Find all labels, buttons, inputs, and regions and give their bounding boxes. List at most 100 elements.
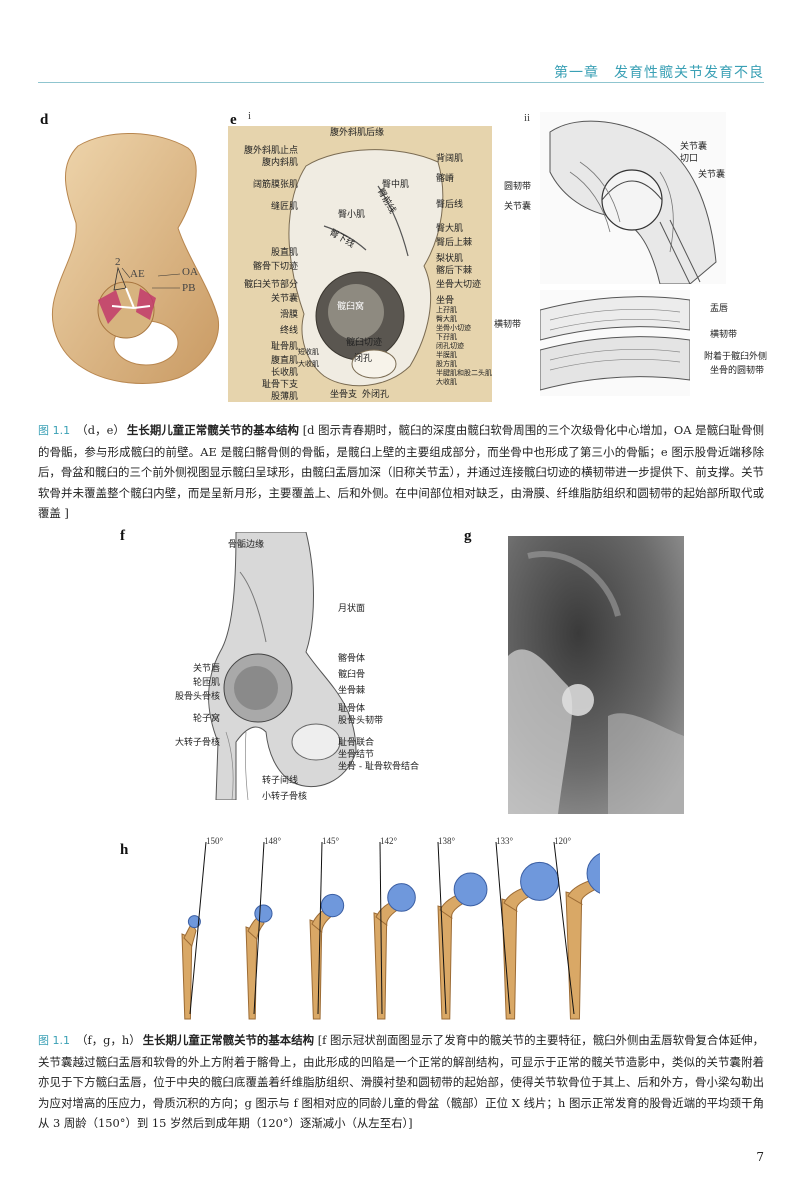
- panel-e-sub-ii: ii: [524, 112, 531, 124]
- femur-2: [309, 841, 345, 1020]
- angle-line-4: [437, 841, 447, 1015]
- femur-shaft-4: [437, 905, 453, 1020]
- caption-2-body: [f 图示冠状剖面图显示了发育中的髋关节的主要特征，髋臼外侧由盂唇软骨复合体延伸…: [38, 1033, 764, 1130]
- caption-1-fig: 图 1.1: [38, 424, 71, 437]
- angle-label-4: 138°: [438, 836, 456, 846]
- caption-2: 图 1.1 （f，g，h）生长期儿童正常髋关节的基本结构 [f 图示冠状剖面图显示…: [38, 1030, 764, 1134]
- angle-label-1: 148°: [264, 836, 282, 846]
- e-left-label-3: 缝匠肌: [270, 202, 298, 212]
- caption-1-title: 生长期儿童正常髋关节的基本结构: [126, 423, 300, 437]
- femur-6: [553, 841, 600, 1020]
- angle-line-2: [317, 841, 323, 1015]
- femoral-head-3: [387, 883, 416, 912]
- caption-2-sub: （f，g，h）: [76, 1033, 141, 1047]
- label-transverse-ligament-right: 横韧带: [710, 330, 738, 340]
- caption-2-title: 生长期儿童正常髋关节的基本结构: [142, 1033, 315, 1047]
- coronal-section-illustration: [196, 532, 362, 800]
- label-intertrochanteric-line: 转子间线: [262, 776, 299, 786]
- femur-3: [373, 841, 416, 1020]
- pelvis-xray: [508, 536, 684, 814]
- e-right-label-6: 髂后下棘: [436, 266, 473, 276]
- e-right-label-8: 坐骨: [436, 296, 455, 306]
- e-left-label-12: 长收肌: [270, 368, 298, 378]
- e-right-label-2: 臀后线: [436, 200, 464, 210]
- angle-line-0: [189, 841, 207, 1015]
- label-capsule-1: 关节囊: [680, 142, 708, 152]
- acetabulum-photo-drawing: [288, 149, 444, 387]
- label-obturator-externus: 外闭孔: [362, 390, 390, 400]
- panel-e-sub-i: i: [248, 110, 252, 122]
- e-right-label-1: 髂嵴: [436, 174, 455, 184]
- e-left-label-8: 滑膜: [279, 310, 298, 320]
- e-right-small-label-6: 股方肌: [436, 360, 457, 368]
- femur-shaft-3: [373, 912, 388, 1020]
- caption-1: 图 1.1 （d，e）生长期儿童正常髋关节的基本结构 [d 图示青春期时，髋臼的深…: [38, 420, 764, 524]
- angle-label-6: 120°: [554, 836, 572, 846]
- angle-labels: 150°148°145°142°138°133°120°: [160, 834, 600, 854]
- header-rule: [38, 82, 764, 83]
- femoral-head-1: [254, 904, 273, 923]
- femoral-head-2: [320, 893, 345, 918]
- femur-neck-shaft-angle-series: [181, 841, 600, 1020]
- label-acetabular-fossa: 髋臼窝: [337, 302, 365, 312]
- label-labrum: 盂唇: [710, 304, 729, 314]
- femur-neck-0: [183, 921, 197, 947]
- caption-1-body: [d 图示青春期时，髋臼的深度由髋臼软骨周围的三个次级骨化中心增加，OA 是髋臼…: [38, 423, 764, 520]
- label-attached-1: 附着于髋臼外侧: [704, 352, 768, 362]
- e-left-label-9: 终线: [279, 326, 298, 336]
- panel-letter-d: d: [40, 112, 49, 128]
- caption-1-sub: （d，e）: [76, 423, 125, 437]
- angle-line-6: [553, 841, 575, 1015]
- f-left-label-1: 关节唇: [192, 664, 220, 674]
- label-obturator-foramen: 闭孔: [354, 354, 373, 364]
- e-left-label-0: 腹外斜肌止点: [243, 146, 298, 156]
- angle-label-2: 145°: [322, 836, 340, 846]
- femoral-head-6: [586, 853, 600, 894]
- e-left-label-13: 耻骨下支: [261, 380, 298, 390]
- f-left-label-2: 轮匝肌: [192, 678, 220, 688]
- f-right-label-7: 坐骨结节: [338, 750, 375, 760]
- page-number: 7: [756, 1150, 764, 1164]
- angle-label-5: 133°: [496, 836, 514, 846]
- e-left-label-4: 股直肌: [270, 248, 298, 258]
- e-right-label-7: 坐骨大切迹: [436, 280, 482, 290]
- label-oa: OA: [182, 266, 198, 278]
- label-gluteus-minimus: 臀小肌: [338, 210, 366, 220]
- f-right-label-4: 耻骨体: [338, 704, 366, 714]
- panel-letter-h: h: [120, 842, 129, 858]
- f-right-label-0: 月状面: [338, 604, 366, 614]
- label-capsule-3: 关节囊: [504, 202, 532, 212]
- label-attached-2: 坐骨的圆韧带: [710, 366, 765, 376]
- caption-2-fig: 图 1.1: [38, 1034, 71, 1047]
- angle-line-5: [495, 841, 511, 1015]
- e-right-small-label-1: 臀大肌: [436, 315, 457, 323]
- e-right-small-label-0: 上孖肌: [436, 306, 457, 314]
- femoral-head-4: [453, 872, 488, 907]
- f-right-label-1: 髂骨体: [338, 654, 366, 664]
- hip-joint-sketch: [540, 112, 726, 284]
- femoral-head-5: [520, 861, 560, 901]
- femoral-head-0: [187, 915, 201, 929]
- e-right-label-0: 背阔肌: [436, 154, 464, 164]
- e-left-label-2: 阔筋膜张肌: [252, 180, 298, 190]
- e-left-small-label-0: 短收肌: [298, 348, 319, 356]
- femur-4: [437, 841, 488, 1020]
- label-notch: 切口: [680, 154, 699, 164]
- label-lesser-trochanter-nucleus: 小转子骨核: [262, 792, 308, 802]
- f-left-label-0: 骨骺边缘: [227, 540, 264, 550]
- f-right-label-8: 坐骨 - 耻骨软骨结合: [338, 762, 419, 772]
- angle-line-3: [379, 841, 383, 1015]
- label-capsule-2: 关节囊: [698, 170, 726, 180]
- e-right-label-3: 臀大肌: [436, 224, 464, 234]
- femur-5: [495, 841, 560, 1020]
- angle-line-1: [253, 841, 265, 1015]
- femur-0: [181, 841, 207, 1020]
- femur-shaft-1: [245, 926, 258, 1020]
- e-left-small-label-1: 大收肌: [298, 360, 319, 368]
- e-right-small-label-7: 半腱肌和股二头肌: [436, 369, 492, 377]
- label-transverse-ligament-left: 横韧带: [494, 320, 522, 330]
- f-right-label-2: 髋臼骨: [338, 670, 366, 680]
- e-right-label-4: 臀后上棘: [436, 238, 473, 248]
- angle-label-0: 150°: [206, 836, 224, 846]
- e-right-small-label-5: 半膜肌: [436, 351, 457, 359]
